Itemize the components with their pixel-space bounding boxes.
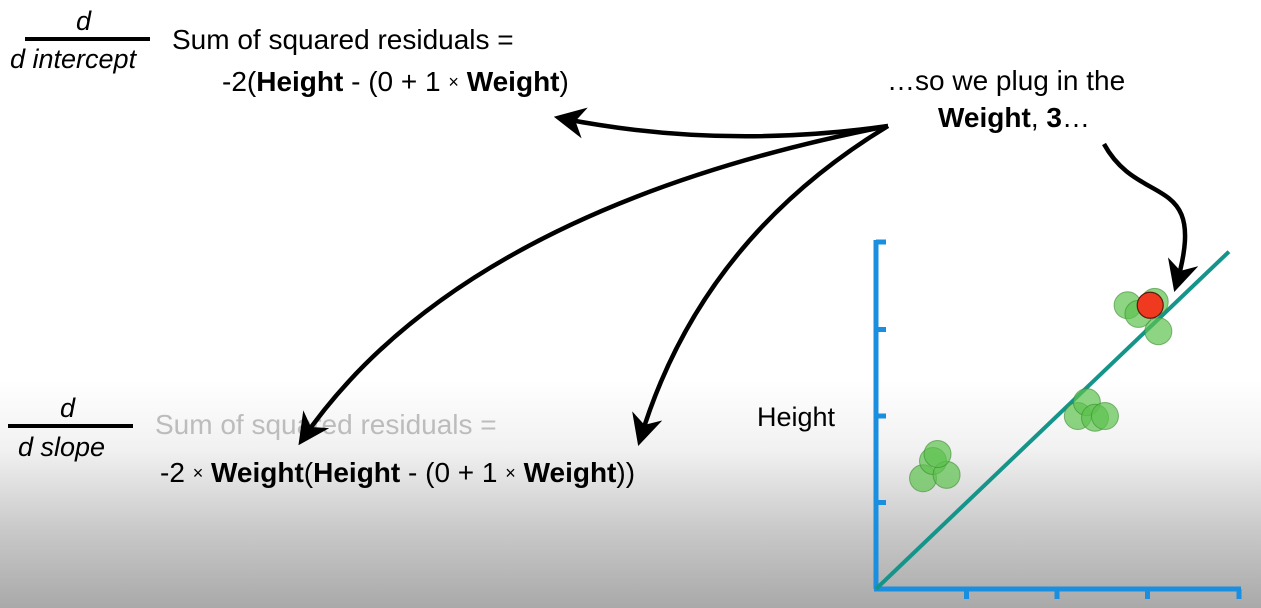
- scatter-chart: [873, 239, 1242, 599]
- slope-derivative-numerator: d: [60, 393, 76, 423]
- fit-line: [874, 250, 1231, 591]
- slope-derivative-denominator: d slope: [18, 432, 106, 462]
- formula-close: ): [559, 66, 569, 97]
- intercept-sum-of-squared-residuals-label: Sum of squared residuals =: [172, 24, 514, 55]
- arrow-to-intercept-formula: [553, 107, 889, 139]
- formula-minus: - (0 + 1: [343, 66, 449, 97]
- times-symbol: ×: [505, 463, 516, 483]
- slope-derivative-formula: -2 × Weight(Height - (0 + 1 × Weight)): [160, 459, 635, 487]
- formula-height: Height: [313, 457, 401, 488]
- slope-fraction-bar: [8, 424, 133, 428]
- chart-y-axis-label: Height: [757, 402, 836, 432]
- highlighted-data-point: [1136, 291, 1164, 319]
- intercept-derivative-denominator: d intercept: [10, 44, 137, 74]
- formula-height: Height: [256, 66, 344, 97]
- callout-line-2: Weight, 3…: [938, 104, 1090, 132]
- formula-close: )): [616, 457, 636, 488]
- formula-minus: - (0 + 1: [400, 457, 506, 488]
- data-point: [923, 440, 952, 469]
- formula-open: -2(: [222, 66, 257, 97]
- formula-paren: (: [303, 457, 314, 488]
- arrow-to-highlighted-point: [1102, 142, 1199, 293]
- formula-weight: Weight: [210, 457, 304, 488]
- callout-line-1: …so we plug in the: [887, 65, 1126, 96]
- intercept-fraction-bar: [25, 37, 150, 41]
- arrow-to-slope-second-weight: [632, 124, 890, 447]
- data-point: [1144, 317, 1173, 346]
- formula-weight: Weight: [466, 66, 560, 97]
- intercept-derivative-numerator: d: [76, 6, 92, 36]
- intercept-derivative-formula: -2(Height - (0 + 1 × Weight): [222, 68, 569, 96]
- arrow-to-slope-first-weight: [298, 123, 889, 446]
- times-symbol: ×: [448, 72, 459, 92]
- callout-ellipsis: …: [1061, 102, 1090, 133]
- formula-open: -2: [160, 457, 193, 488]
- data-point: [1090, 402, 1119, 430]
- formula-weight: Weight: [523, 457, 617, 488]
- callout-value: 3: [1046, 102, 1062, 133]
- callout-comma: ,: [1030, 102, 1047, 133]
- times-symbol: ×: [192, 463, 204, 483]
- callout-weight-word: Weight: [938, 102, 1031, 133]
